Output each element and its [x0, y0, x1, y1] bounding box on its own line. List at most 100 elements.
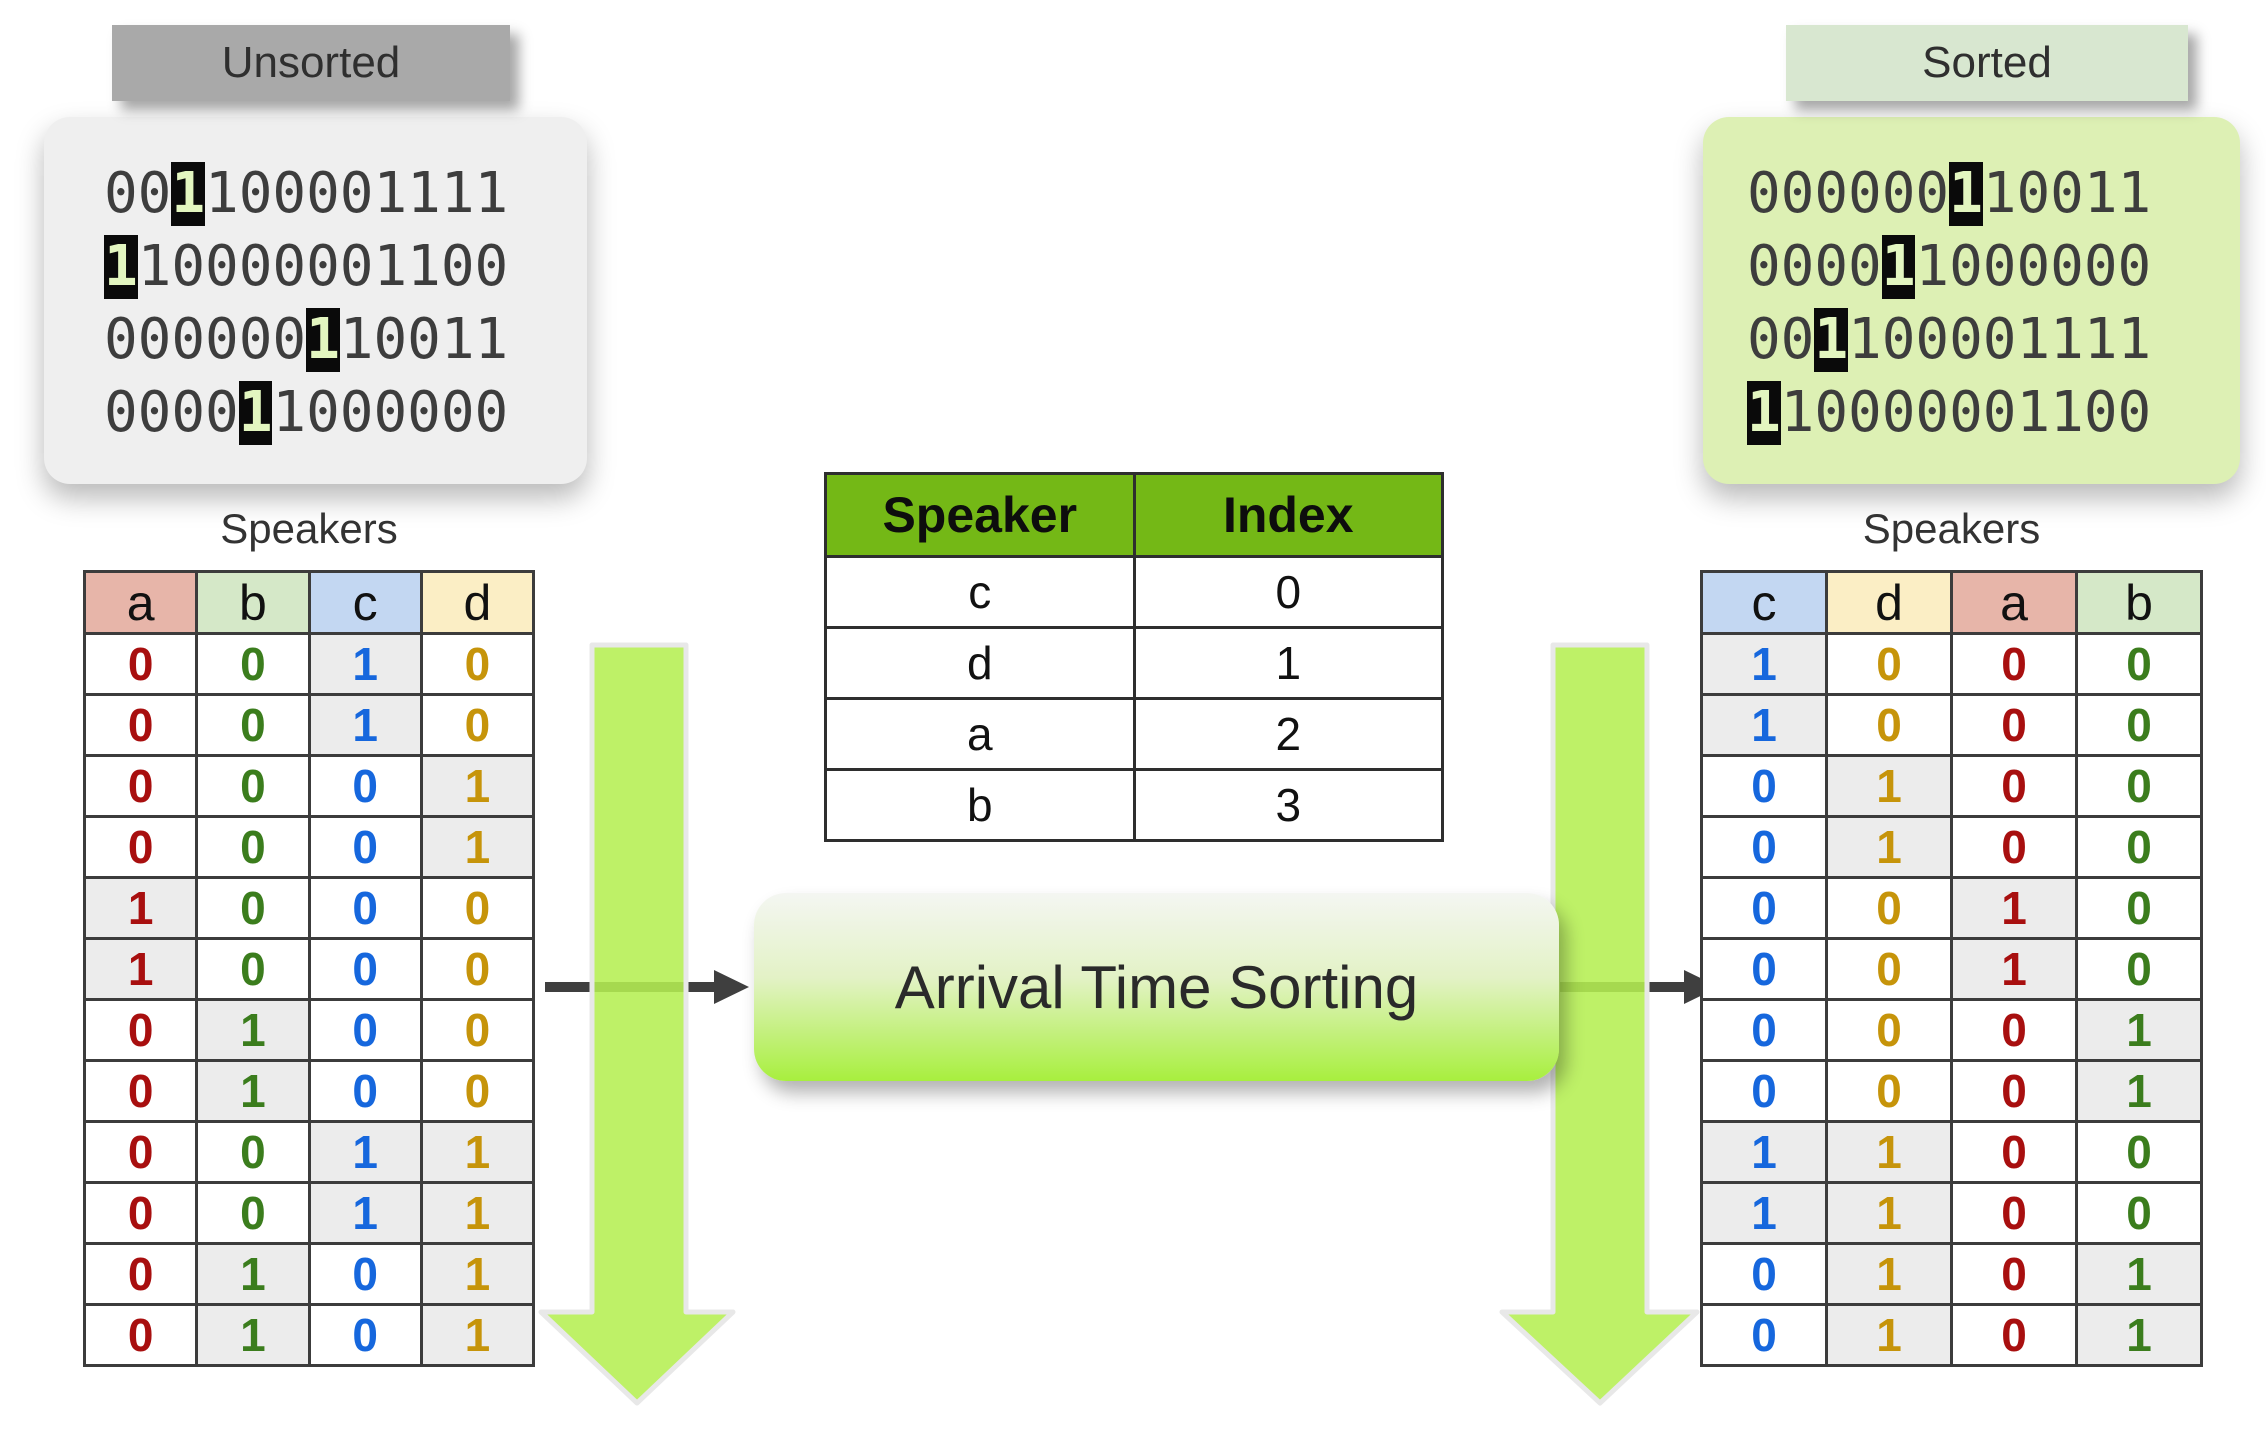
bit-cell-c: 0 [1700, 876, 1828, 940]
sorted-label-text: Sorted [1922, 38, 2052, 87]
binary-digit: 1 [2050, 307, 2084, 372]
bit-cell-d: 0 [419, 632, 536, 696]
binary-digit: 0 [2083, 234, 2118, 299]
binary-digit: 0 [272, 161, 307, 226]
bit-cell-d: 1 [1825, 1303, 1953, 1367]
bit-cell-c: 0 [1700, 937, 1828, 1001]
binary-digit: 0 [373, 380, 408, 445]
binary-digit: 0 [474, 380, 509, 445]
binary-digit: 1 [2016, 380, 2051, 445]
bit-cell-b: 0 [2075, 632, 2203, 696]
binary-digit: 0 [339, 380, 374, 445]
binary-digit: 0 [1982, 234, 2017, 299]
bit-cell-c: 1 [307, 1181, 423, 1245]
bit-cell-a: 1 [82, 876, 199, 940]
bit-cell-c: 0 [307, 998, 423, 1062]
binary-digit: 0 [103, 161, 138, 226]
binary-digit: 0 [440, 380, 475, 445]
bit-cell-a: 0 [1950, 1059, 2078, 1123]
speaker-column-header-b: b [195, 570, 311, 635]
sorted-label: Sorted [1786, 25, 2188, 101]
binary-digit: 0 [306, 161, 340, 226]
bit-cell-b: 1 [2075, 1242, 2203, 1306]
binary-digit: 0 [205, 234, 239, 299]
mapping-speaker-cell: d [824, 626, 1136, 700]
bit-cell-b: 1 [2075, 1059, 2203, 1123]
speaker-column-header-b: b [2075, 570, 2203, 635]
binary-digit: 1 [137, 234, 172, 299]
bit-cell-b: 0 [195, 815, 311, 879]
binary-digit: 0 [238, 161, 273, 226]
bit-cell-a: 0 [82, 1303, 199, 1367]
bit-cell-c: 1 [307, 632, 423, 696]
binary-digit: 0 [1780, 307, 1815, 372]
bit-cell-d: 0 [1825, 693, 1953, 757]
bit-cell-c: 1 [307, 693, 423, 757]
binary-digit: 1 [205, 161, 239, 226]
bit-cell-a: 0 [82, 1242, 199, 1306]
binary-digit: 0 [1949, 380, 1983, 445]
bit-cell-d: 1 [419, 1242, 536, 1306]
binary-digit: 0 [2016, 161, 2051, 226]
binary-digit: 0 [1881, 380, 1916, 445]
bit-cell-c: 0 [1700, 1059, 1828, 1123]
bit-cell-d: 0 [1825, 876, 1953, 940]
binary-digit: 1 [2117, 161, 2152, 226]
bit-cell-b: 0 [195, 1181, 311, 1245]
binary-digit: 0 [103, 307, 138, 372]
bit-cell-d: 1 [1825, 815, 1953, 879]
binary-digit: 0 [2117, 380, 2152, 445]
binary-digit-highlighted: 1 [1949, 161, 1983, 226]
bit-cell-b: 0 [2075, 1181, 2203, 1245]
binary-digit: 1 [2016, 307, 2051, 372]
bit-cell-d: 1 [419, 754, 536, 818]
binary-digit: 1 [1982, 161, 2017, 226]
bit-cell-d: 1 [1825, 1242, 1953, 1306]
bit-cell-c: 0 [307, 1303, 423, 1367]
binary-digit: 0 [272, 234, 307, 299]
bit-cell-a: 0 [1950, 754, 2078, 818]
bit-cell-c: 1 [1700, 1120, 1828, 1184]
bit-cell-b: 0 [195, 937, 311, 1001]
flow-arrow-left [545, 970, 749, 1004]
binary-digit: 0 [2050, 234, 2084, 299]
binary-digit: 0 [272, 307, 307, 372]
bit-cell-a: 0 [82, 815, 199, 879]
bit-cell-d: 1 [419, 1120, 536, 1184]
bit-cell-c: 0 [1700, 815, 1828, 879]
mapping-index-cell: 1 [1132, 626, 1444, 700]
binary-digit: 0 [306, 380, 340, 445]
binary-digit: 0 [1746, 307, 1781, 372]
binary-digit: 0 [1915, 380, 1950, 445]
binary-digit: 0 [137, 161, 172, 226]
bit-cell-b: 1 [195, 1242, 311, 1306]
arrival-time-sorting-box: Arrival Time Sorting [754, 893, 1559, 1081]
bit-cell-b: 0 [2075, 815, 2203, 879]
binary-digit: 0 [1982, 380, 2017, 445]
bit-cell-a: 0 [82, 1181, 199, 1245]
bit-cell-a: 0 [82, 1120, 199, 1184]
binary-digit: 0 [171, 234, 206, 299]
bit-cell-a: 0 [82, 632, 199, 696]
bit-cell-b: 0 [195, 1120, 311, 1184]
speaker-column-header-d: d [419, 570, 536, 635]
bit-cell-b: 0 [2075, 754, 2203, 818]
bit-cell-c: 0 [307, 1059, 423, 1123]
binary-digit: 0 [1814, 161, 1849, 226]
binary-digit: 1 [474, 307, 509, 372]
binary-digit: 0 [1949, 234, 1983, 299]
binary-digit: 0 [407, 380, 441, 445]
